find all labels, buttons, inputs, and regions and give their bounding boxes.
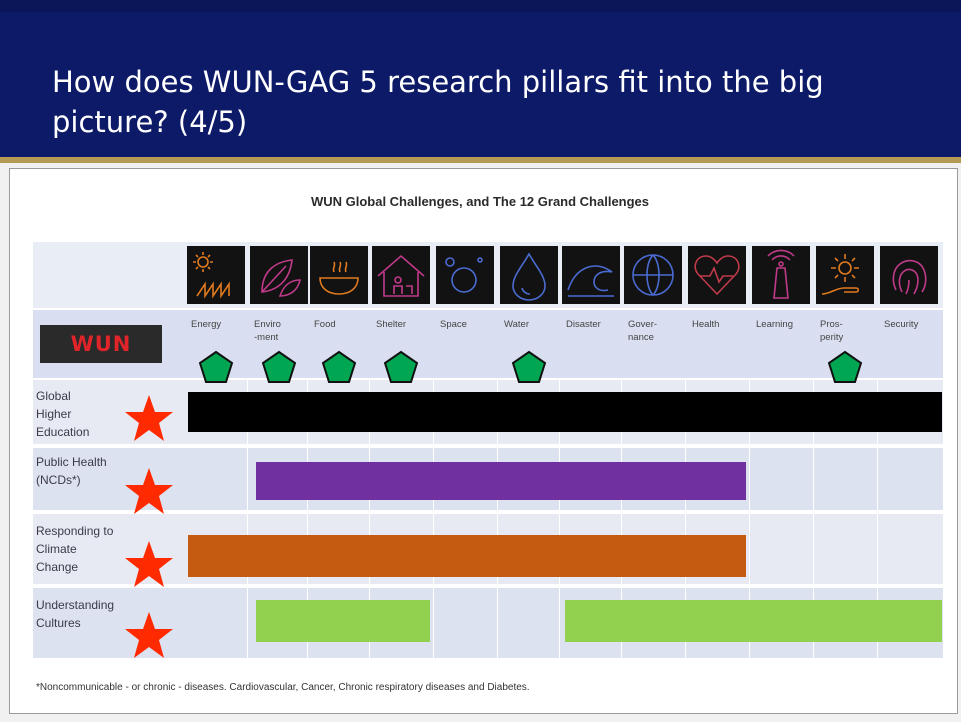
column-label: Water bbox=[504, 319, 529, 330]
column-separator bbox=[685, 378, 686, 662]
column-label: Security bbox=[884, 319, 919, 330]
column-separator bbox=[559, 378, 560, 662]
column-separator bbox=[813, 378, 814, 662]
water-drop-icon bbox=[500, 246, 558, 304]
column-separator bbox=[497, 378, 498, 662]
row-label: Responding to Climate Change bbox=[36, 524, 114, 574]
column-separator bbox=[621, 378, 622, 662]
star-marker-icon bbox=[125, 541, 173, 587]
row-bar bbox=[256, 462, 746, 500]
pentagon-marker-icon bbox=[383, 350, 419, 383]
row-bar bbox=[256, 600, 430, 642]
column-label: Energy bbox=[191, 319, 222, 330]
row-label: Public Health (NCDs*) bbox=[36, 455, 107, 487]
column-label: Health bbox=[692, 319, 720, 330]
pentagon-marker-icon bbox=[261, 350, 297, 383]
row-bar bbox=[188, 535, 746, 577]
house-icon bbox=[372, 246, 430, 304]
star-marker-icon bbox=[125, 395, 173, 441]
star-marker-icon bbox=[125, 468, 173, 514]
pentagon-marker-icon bbox=[511, 350, 547, 383]
column-label: Shelter bbox=[376, 319, 407, 330]
column-label: Learning bbox=[756, 319, 793, 330]
globe-people-icon bbox=[624, 246, 682, 304]
row-bar bbox=[188, 392, 942, 432]
column-label: Pros- perity bbox=[820, 319, 844, 343]
column-label: Space bbox=[440, 319, 467, 330]
column-separator bbox=[877, 378, 878, 662]
title-top-strip bbox=[0, 0, 961, 12]
energy-icon bbox=[187, 246, 245, 304]
pentagon-marker-icon bbox=[198, 350, 234, 383]
pentagon-marker-icon bbox=[827, 350, 863, 383]
pentagon-marker-icon bbox=[321, 350, 357, 383]
column-separator bbox=[369, 378, 370, 662]
row-bar bbox=[565, 600, 942, 642]
column-separator bbox=[247, 378, 248, 662]
tower-icon bbox=[752, 246, 810, 304]
column-label: Gover- nance bbox=[628, 319, 658, 343]
column-label: Food bbox=[314, 319, 336, 330]
column-separator bbox=[433, 378, 434, 662]
title-bar: How does WUN-GAG 5 research pillars fit … bbox=[0, 0, 961, 163]
planet-icon bbox=[436, 246, 494, 304]
column-separator bbox=[749, 378, 750, 662]
column-label: Enviro -ment bbox=[254, 319, 281, 343]
column-label: Disaster bbox=[566, 319, 601, 330]
star-marker-icon bbox=[125, 612, 173, 658]
wave-icon bbox=[562, 246, 620, 304]
footnote: *Noncommunicable - or chronic - diseases… bbox=[36, 682, 530, 693]
row-label: Global Higher Education bbox=[36, 389, 90, 439]
row-label: Understanding Cultures bbox=[36, 598, 115, 630]
fingerprint-icon bbox=[880, 246, 938, 304]
wun-logo-text: WUN bbox=[70, 332, 132, 356]
column-label-band bbox=[33, 310, 943, 378]
sun-hand-icon bbox=[816, 246, 874, 304]
slide-title: How does WUN-GAG 5 research pillars fit … bbox=[52, 65, 824, 139]
wun-logo: WUN bbox=[40, 325, 162, 363]
heart-pulse-icon bbox=[688, 246, 746, 304]
food-bowl-icon bbox=[310, 246, 368, 304]
diagram-title: WUN Global Challenges, and The 12 Grand … bbox=[310, 194, 650, 209]
leaves-icon bbox=[250, 246, 308, 304]
column-separator bbox=[307, 378, 308, 662]
